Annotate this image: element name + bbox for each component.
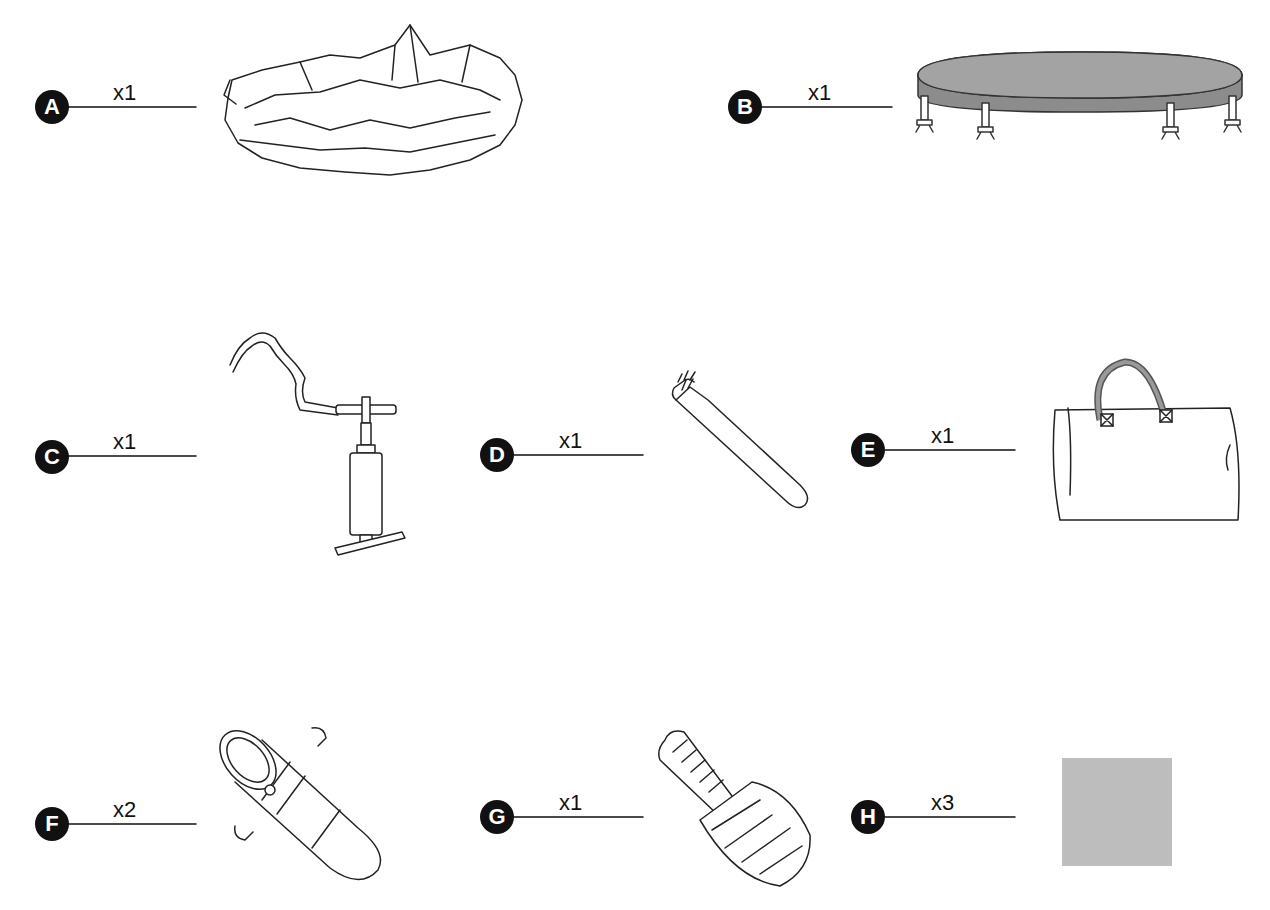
cleaning-brush: [672, 371, 807, 508]
quantity-label: x1: [559, 430, 582, 452]
callout-circle: A: [35, 90, 69, 124]
valve-adapter: [659, 731, 810, 886]
callout-circle: D: [480, 438, 514, 472]
callout-circle: E: [851, 433, 885, 467]
callout-circle: H: [851, 800, 885, 834]
spa-cover: [916, 52, 1242, 139]
callout-letter: A: [44, 96, 60, 118]
quantity-label: x1: [113, 82, 136, 104]
callout-letter: H: [860, 806, 876, 828]
quantity-label: x1: [931, 425, 954, 447]
callout-circle: B: [728, 90, 762, 124]
repair-patch: [1062, 758, 1172, 866]
hand-pump: [230, 333, 405, 555]
quantity-label: x2: [113, 799, 136, 821]
callout-circle: G: [480, 800, 514, 834]
pool-liner: [224, 25, 522, 175]
callout-letter: B: [737, 96, 753, 118]
callout-letter: E: [861, 439, 876, 461]
quantity-label: x1: [559, 792, 582, 814]
leader-lines: [69, 107, 1015, 824]
callout-letter: C: [44, 446, 60, 468]
callout-circle: C: [35, 440, 69, 474]
quantity-label: x3: [931, 792, 954, 814]
hose-connector: [209, 720, 381, 880]
callout-letter: F: [45, 813, 58, 835]
quantity-label: x1: [113, 431, 136, 453]
callout-circle: F: [35, 807, 69, 841]
callout-letter: G: [488, 806, 505, 828]
callout-letter: D: [489, 444, 505, 466]
storage-bag: [1053, 362, 1239, 520]
quantity-label: x1: [808, 82, 831, 104]
